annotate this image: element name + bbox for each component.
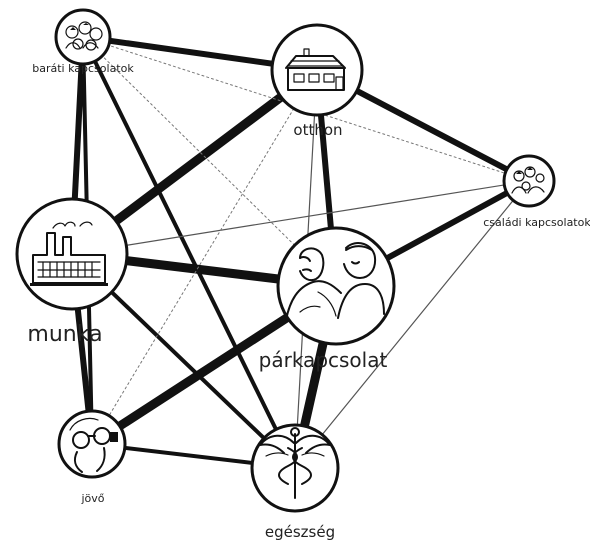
node-csaladi-label: családi kapcsolatok	[483, 216, 590, 229]
friends-group-icon	[65, 21, 103, 51]
node-otthon: otthon	[270, 23, 364, 139]
binoculars-icon	[69, 417, 118, 473]
factory-icon	[30, 221, 108, 286]
edge-csaladi-egeszseg	[294, 180, 530, 469]
node-otthon-label: otthon	[293, 121, 342, 139]
node-jovo-label: jövő	[80, 492, 104, 505]
node-barati-label: baráti kapcsolatok	[32, 62, 134, 75]
node-munka: munka	[15, 197, 129, 347]
node-egeszseg: egészség	[250, 423, 340, 541]
node-csaladi: családi kapcsolatok	[483, 154, 590, 229]
node-munka-label: munka	[27, 322, 102, 347]
edge-barati-csaladi	[82, 36, 530, 182]
edge-barati-egeszseg	[81, 35, 297, 470]
couple-icon	[285, 242, 385, 321]
node-barati: baráti kapcsolatok	[32, 8, 134, 75]
node-jovo: jövő	[57, 409, 127, 505]
node-parkapcsolat-label: párkapcsolat	[259, 348, 388, 372]
caduceus-icon	[259, 427, 331, 499]
house-icon	[285, 48, 346, 91]
node-egeszseg-label: egészség	[265, 523, 335, 541]
family-group-icon	[511, 166, 545, 194]
node-parkapcsolat: párkapcsolat	[259, 226, 396, 372]
edge-munka-csaladi	[71, 180, 530, 255]
